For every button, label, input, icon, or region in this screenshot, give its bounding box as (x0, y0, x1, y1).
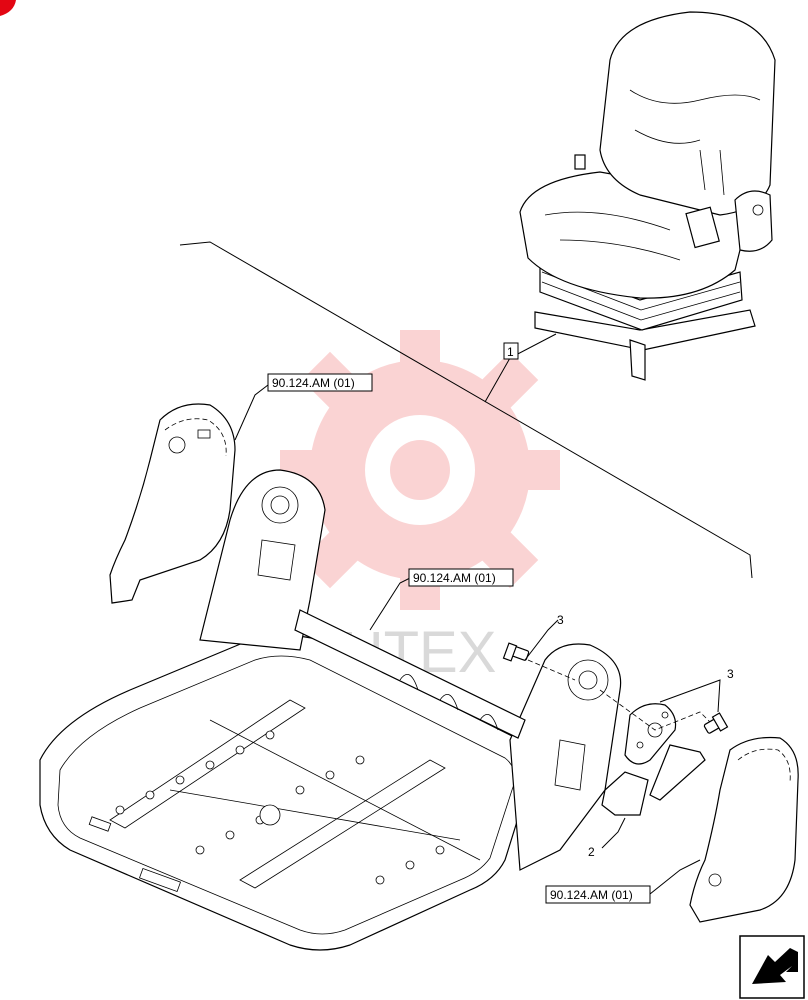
right-side-cover (689, 736, 799, 923)
bolt-right (703, 712, 729, 734)
item-2-leader (601, 817, 626, 849)
item-number-2: 2 (588, 845, 595, 859)
item-number-3-right: 3 (727, 667, 734, 681)
callout-top-left: 90.124.AM (01) (272, 376, 355, 390)
adjustment-handle (601, 744, 706, 816)
seat-frame (39, 469, 622, 951)
callout-bottom-right: 90.124.AM (01) (550, 888, 633, 902)
callout-top-left-leader (234, 384, 269, 441)
callout-center-leader (369, 577, 411, 631)
bracket-axis (599, 689, 719, 731)
item-number-1: 1 (507, 345, 514, 359)
item-number-3-left: 3 (557, 613, 564, 627)
left-side-cover (109, 403, 236, 604)
corner-mark-icon (0, 0, 16, 16)
seat-assembly (519, 11, 776, 381)
bolt-left (502, 642, 530, 662)
item-3-right-leader (659, 679, 721, 713)
bolt-left-axis (527, 659, 576, 681)
item-3-left-leader (524, 619, 559, 661)
bracket-plate (624, 703, 677, 765)
assembly-leader-line (179, 241, 753, 579)
callout-center: 90.124.AM (01) (413, 571, 496, 585)
next-page-arrow-icon[interactable] (739, 935, 805, 999)
callout-bottom-right-leader (649, 859, 701, 895)
watermark-logo (280, 330, 560, 610)
